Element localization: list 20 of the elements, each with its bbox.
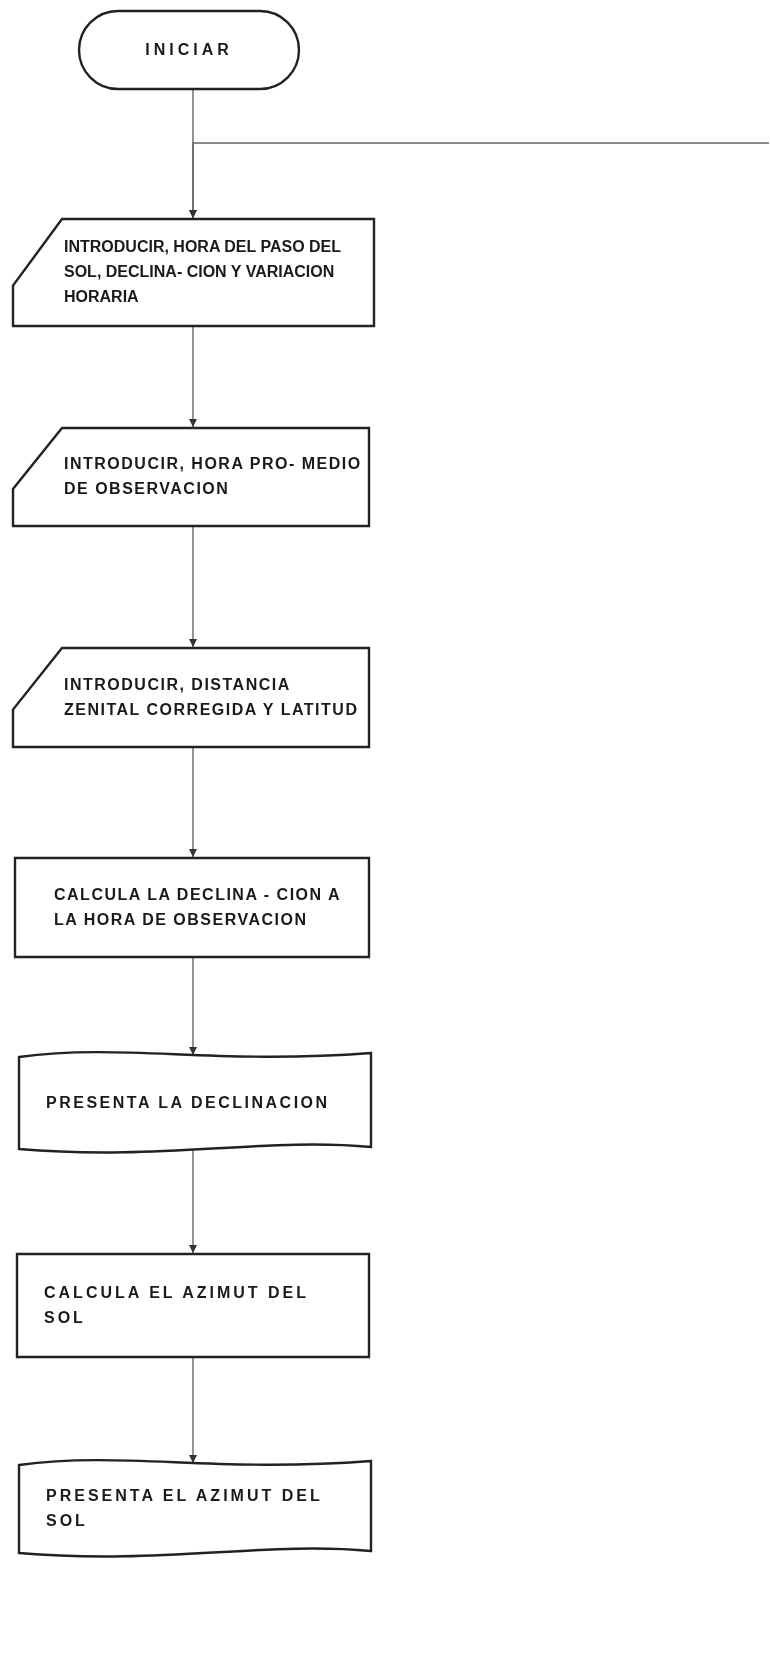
node-label: CALCULA EL AZIMUT DEL SOL [44, 1282, 310, 1328]
flow-arrow [188, 326, 198, 428]
node-label: INTRODUCIR, HORA DEL PASO DEL SOL, DECLINA- CION Y VARIACION HORARIA [64, 237, 342, 307]
flow-arrow [188, 1357, 198, 1464]
start-terminal [78, 10, 300, 90]
process-box [16, 1253, 370, 1358]
node-label: PRESENTA EL AZIMUT DEL SOL [46, 1486, 324, 1531]
process-box [14, 857, 370, 958]
node-label: PRESENTA LA DECLINACION [46, 1092, 330, 1113]
node-label: INTRODUCIR, HORA PRO- MEDIO DE OBSERVACION [64, 454, 362, 499]
flow-arrow [188, 526, 198, 648]
input-box [12, 427, 370, 527]
node-label: INTRODUCIR, DISTANCIA ZENITAL CORREGIDA Y LATITUD [64, 674, 360, 720]
input-box [12, 218, 375, 327]
node-label: CALCULA LA DECLINA - CION A LA HORA DE OBSERVACION [54, 884, 342, 930]
input-box [12, 647, 370, 748]
node-label: INICIAR [145, 39, 233, 60]
flow-arrow [188, 747, 198, 858]
flow-arrow [188, 957, 198, 1056]
flow-arrow [188, 142, 770, 219]
